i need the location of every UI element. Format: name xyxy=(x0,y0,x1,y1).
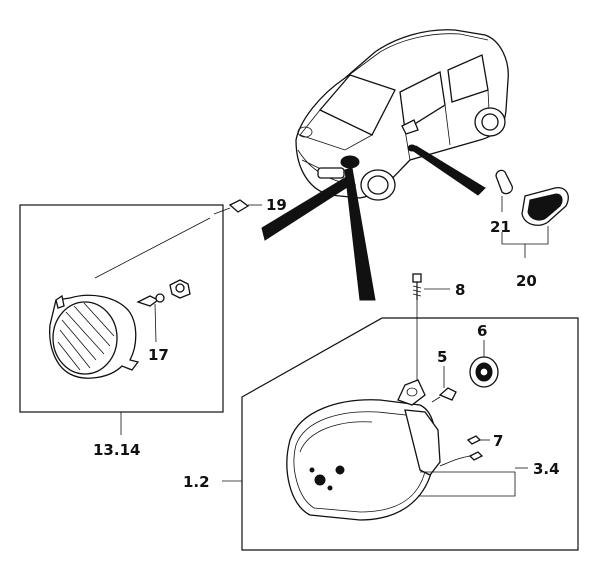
callout-1-2: 1.2 xyxy=(183,473,210,491)
side-repeater-group xyxy=(495,169,569,258)
headlamp-frame xyxy=(241,317,579,551)
callout-21: 21 xyxy=(490,218,511,236)
bolt-19 xyxy=(213,199,262,215)
callout-17: 17 xyxy=(148,346,169,364)
bolt-8 xyxy=(412,273,450,318)
callout-3-4: 3.4 xyxy=(533,460,560,478)
callout-5: 5 xyxy=(437,348,447,366)
callout-wedges xyxy=(261,145,486,301)
callout-7: 7 xyxy=(493,432,503,450)
callout-19: 19 xyxy=(266,196,287,214)
callout-13-14: 13.14 xyxy=(93,441,140,459)
car-illustration xyxy=(295,29,509,201)
fog-lamp-frame xyxy=(19,204,224,413)
callout-6: 6 xyxy=(477,322,487,340)
fog-lamp-group xyxy=(19,204,224,435)
headlamp-group xyxy=(222,317,579,551)
callout-8: 8 xyxy=(455,281,465,299)
callout-20: 20 xyxy=(516,272,537,290)
